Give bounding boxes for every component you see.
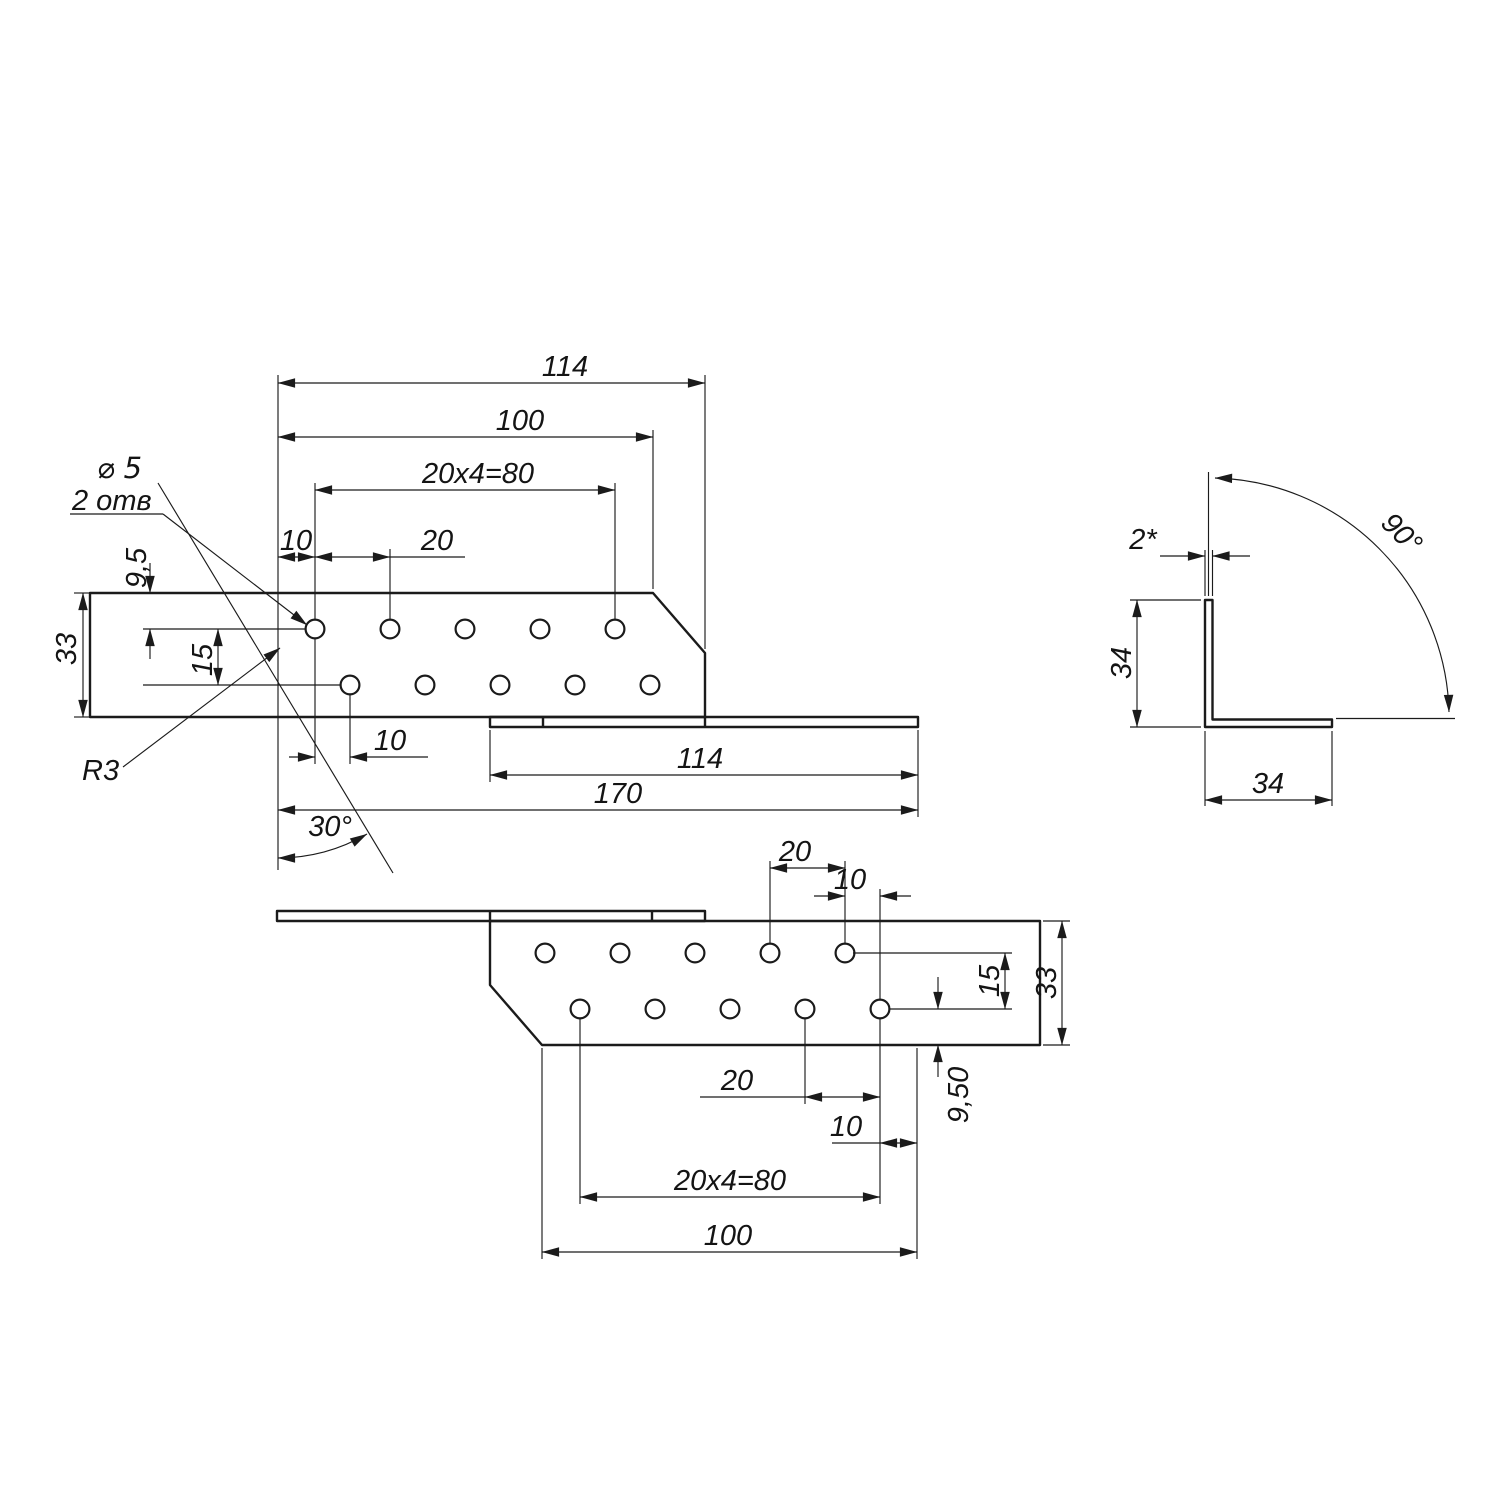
top-bracket-view: 114 100 20x4=80 10 20 9,5 33 15 ⌀ 5 2 от…	[51, 351, 920, 874]
dim-20-pitch: 20	[420, 525, 453, 557]
bottom-bracket-view: 20 10 15 33 9,50 20 10 20x4=80 100	[275, 836, 1070, 1259]
dim-9-5: 9,5	[121, 547, 153, 588]
dim-hole-pitch: 20x4=80	[421, 458, 534, 490]
dim-9-50: 9,50	[943, 1067, 975, 1123]
dim-20-pitch-top: 20	[778, 836, 811, 868]
dim-33-width: 33	[1031, 967, 1063, 999]
dim-hole-pitch: 20x4=80	[673, 1165, 786, 1197]
bottom-bracket-plate-outline	[488, 919, 1042, 1047]
dim-100: 100	[704, 1220, 752, 1252]
dim-10-edge-bottom: 10	[830, 1111, 862, 1143]
angle-profile-outline	[1203, 598, 1334, 729]
dim-114-overall: 114	[542, 351, 588, 383]
dim-10-row-offset-top: 10	[834, 864, 866, 896]
bottom-bracket-labels: 20 10 15 33 9,50 20 10 20x4=80 100	[673, 836, 1063, 1252]
dim-thickness-2: 2*	[1128, 524, 1158, 556]
angle-90-arc	[1214, 473, 1454, 713]
bottom-bracket-holes	[534, 942, 891, 1020]
side-view-dimension-lines	[1132, 473, 1454, 805]
dim-33-width: 33	[51, 633, 83, 665]
hole-count-callout: 2 отв	[71, 485, 152, 517]
top-bracket-holes	[304, 618, 661, 696]
dim-15-rows: 15	[974, 964, 1006, 997]
radius-leader	[122, 647, 281, 768]
hole-diameter-callout: ⌀ 5	[97, 451, 142, 485]
dim-30-deg: 30°	[308, 811, 352, 843]
bottom-bracket-extension-lines	[541, 861, 1070, 1259]
dim-170-total: 170	[594, 778, 642, 810]
dim-10-edge: 10	[280, 525, 312, 557]
dim-10-row-offset: 10	[374, 725, 406, 757]
side-view: 2* 90° 34 34	[1106, 472, 1455, 806]
top-bracket-dimension-lines	[70, 378, 919, 863]
dim-15-rows: 15	[187, 643, 219, 676]
dim-100: 100	[496, 405, 544, 437]
side-view-extension-lines	[1130, 472, 1455, 806]
dim-r3: R3	[82, 755, 119, 787]
top-bracket-plate-outline	[88, 591, 707, 719]
top-bracket-outline	[88, 591, 920, 729]
side-view-outline	[1203, 598, 1334, 729]
top-bracket-extension-lines	[74, 375, 919, 874]
dim-114-flange: 114	[677, 743, 723, 775]
dim-20-pitch-bottom: 20	[720, 1065, 753, 1097]
bottom-bracket-dimension-lines	[541, 863, 1067, 1257]
top-bracket-labels: 114 100 20x4=80 10 20 9,5 33 15 ⌀ 5 2 от…	[51, 351, 723, 843]
angle-30-arc	[277, 833, 368, 863]
side-view-labels: 2* 90° 34 34	[1106, 507, 1428, 800]
dim-34-vertical: 34	[1106, 647, 1138, 679]
bottom-bracket-outline	[275, 909, 1042, 1047]
hole-callout-leader	[162, 513, 308, 626]
dim-34-horizontal: 34	[1252, 768, 1284, 800]
